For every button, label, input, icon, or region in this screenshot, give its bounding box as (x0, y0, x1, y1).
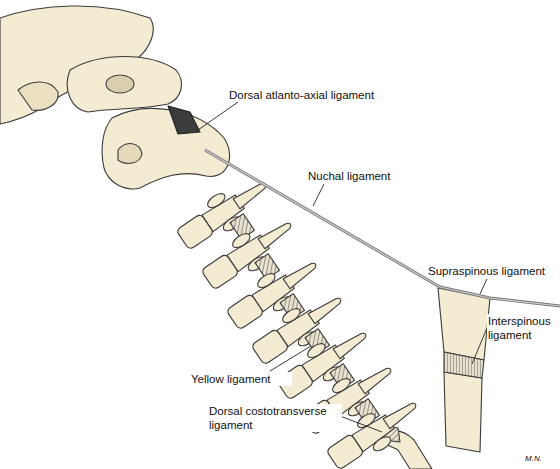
articular-facet (371, 434, 393, 453)
articular-facet (230, 231, 252, 250)
occipital-condyle (18, 82, 58, 110)
axis (102, 108, 230, 188)
interspinous-ligament (444, 352, 484, 378)
part-label: Supraspinous ligament (427, 264, 557, 278)
spinous-process (358, 364, 394, 394)
articular-facet (280, 306, 302, 325)
articular-facet (205, 191, 227, 210)
spinous-process (383, 399, 419, 429)
part-label: Dorsal costotransverse ligament (208, 404, 342, 432)
leader-line (198, 102, 238, 130)
articular-facet (255, 271, 277, 290)
leader-line (313, 184, 324, 206)
part-label: Interspinous ligament (487, 314, 557, 342)
part-label: Yellow ligament (190, 372, 292, 386)
atlanto-axial-ligament (168, 106, 200, 134)
vertebra (197, 208, 308, 306)
atlas (67, 57, 181, 113)
spinous-process (333, 329, 369, 359)
articular-facet (355, 411, 377, 430)
atlas-foramen (106, 75, 134, 93)
part-label: Nuchal ligament (307, 169, 409, 183)
thoracic-spine (438, 288, 490, 360)
leader-line (472, 328, 487, 364)
articular-facet (330, 376, 352, 395)
vertebra (297, 353, 408, 451)
thoracic-spine (444, 372, 482, 452)
articular-facet (305, 341, 327, 360)
leader-line (340, 416, 382, 432)
signature: M.N. (524, 452, 556, 466)
axis-facet (118, 144, 142, 164)
leader-line (480, 279, 487, 294)
spinous-process (283, 259, 319, 289)
nuchal-ligament-line (205, 150, 560, 306)
nuchal-ligament-line (205, 150, 560, 306)
spinous-process (308, 294, 344, 324)
vertebra (172, 168, 283, 266)
leader-line (270, 346, 311, 371)
part-label: Dorsal atlanto-axial ligament (228, 88, 400, 102)
spinous-process (258, 219, 294, 249)
